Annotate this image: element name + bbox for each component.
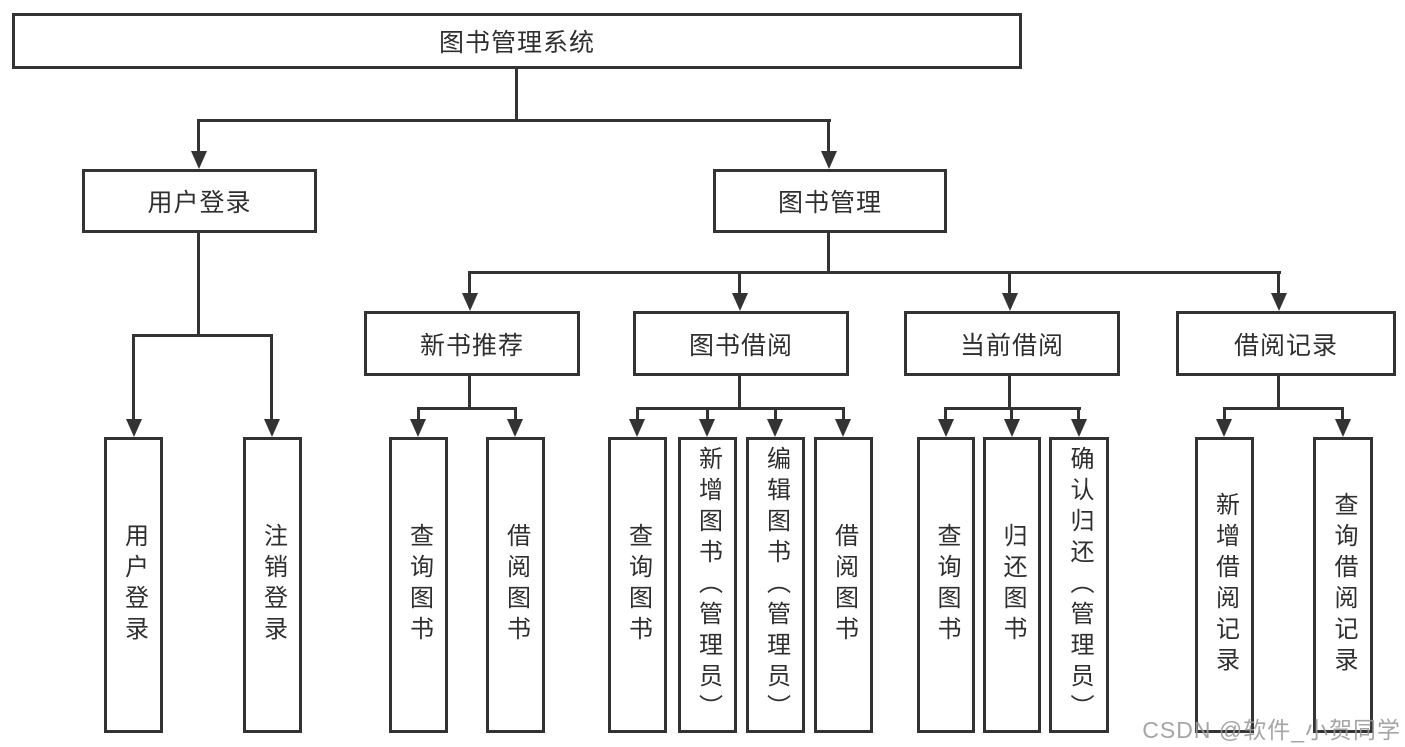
connector-line — [944, 410, 947, 419]
leaf-query-books-current: 查询图书 — [917, 437, 975, 733]
connector-line — [706, 410, 709, 419]
connector-line — [515, 69, 518, 122]
connector-line — [738, 274, 741, 293]
leaf-query-books-recommend: 查询图书 — [389, 437, 448, 733]
leaf-label: 归还图书 — [999, 523, 1026, 647]
leaf-label: 查询图书 — [624, 523, 652, 647]
node-new-book-recommendation: 新书推荐 — [364, 311, 580, 376]
arrow-down-icon — [126, 419, 142, 437]
connector-line — [1223, 407, 1344, 410]
leaf-label: 新增借阅记录 — [1211, 492, 1239, 678]
arrow-down-icon — [821, 151, 837, 169]
leaf-label: 查询图书 — [405, 523, 433, 647]
leaf-user-login: 用户登录 — [104, 437, 163, 733]
leaf-return-books: 归还图书 — [983, 437, 1041, 733]
leaf-label: 注销登录 — [259, 523, 287, 647]
connector-line — [1010, 410, 1013, 419]
arrow-down-icon — [410, 419, 426, 437]
connector-line — [827, 233, 830, 273]
node-label: 借阅记录 — [1233, 331, 1338, 360]
leaf-query-borrow-record: 查询借阅记录 — [1313, 437, 1373, 733]
connector-line — [1277, 274, 1280, 293]
leaf-confirm-return-admin: 确认归还（管理员） — [1049, 437, 1109, 733]
arrow-down-icon — [938, 419, 954, 437]
connector-line — [636, 407, 845, 410]
arrow-down-icon — [767, 419, 783, 437]
leaf-edit-book-admin: 编辑图书（管理员） — [746, 437, 805, 733]
node-borrowing-records: 借阅记录 — [1176, 311, 1396, 376]
leaf-label: 新增图书（管理员） — [694, 445, 722, 725]
leaf-logout: 注销登录 — [243, 437, 302, 733]
node-book-borrowing: 图书借阅 — [633, 311, 849, 376]
leaf-label: 确认归还（管理员） — [1066, 445, 1093, 725]
connector-line — [468, 274, 471, 293]
node-label: 当前借阅 — [959, 331, 1064, 360]
connector-line — [417, 407, 517, 410]
connector-line — [468, 376, 471, 410]
leaf-label: 查询借阅记录 — [1330, 492, 1357, 678]
connector-line — [197, 119, 831, 122]
connector-line — [514, 410, 517, 419]
connector-line — [827, 122, 830, 151]
arrow-down-icon — [732, 293, 748, 311]
leaf-borrow-books-recommend: 借阅图书 — [486, 437, 545, 733]
connector-line — [774, 410, 777, 419]
node-book-management: 图书管理 — [713, 169, 947, 233]
connector-line — [636, 410, 639, 419]
connector-line — [270, 337, 273, 419]
connector-line — [132, 334, 273, 337]
connector-line — [842, 410, 845, 419]
leaf-label: 查询图书 — [933, 523, 960, 647]
leaf-label: 编辑图书（管理员） — [762, 445, 790, 725]
arrow-down-icon — [835, 419, 851, 437]
arrow-down-icon — [1271, 293, 1287, 311]
connector-line — [1341, 410, 1344, 419]
node-user-login: 用户登录 — [82, 169, 317, 233]
node-label: 新书推荐 — [419, 331, 524, 360]
node-current-borrowing: 当前借阅 — [904, 311, 1120, 376]
arrow-down-icon — [699, 419, 715, 437]
arrow-down-icon — [507, 419, 523, 437]
node-label: 图书管理系统 — [438, 29, 595, 57]
leaf-label: 借阅图书 — [502, 523, 530, 647]
leaf-label: 用户登录 — [120, 523, 148, 647]
connector-line — [417, 410, 420, 419]
arrow-down-icon — [1004, 419, 1020, 437]
csdn-watermark: CSDN @软件_小贺同学 — [1142, 717, 1401, 743]
leaf-add-book-admin: 新增图书（管理员） — [678, 437, 737, 733]
connector-line — [1077, 410, 1080, 419]
node-library-management-system: 图书管理系统 — [12, 13, 1022, 69]
connector-line — [1277, 376, 1280, 410]
connector-line — [197, 233, 200, 336]
node-label: 图书管理 — [777, 189, 882, 217]
connector-line — [1008, 376, 1011, 410]
connector-line — [738, 376, 741, 410]
arrow-down-icon — [1002, 293, 1018, 311]
arrow-down-icon — [462, 293, 478, 311]
connector-line — [132, 337, 135, 419]
connector-line — [197, 122, 200, 151]
arrow-down-icon — [1335, 419, 1351, 437]
arrow-down-icon — [629, 419, 645, 437]
leaf-add-borrow-record: 新增借阅记录 — [1195, 437, 1254, 733]
arrow-down-icon — [191, 151, 207, 169]
connector-line — [1008, 274, 1011, 293]
connector-line — [1223, 410, 1226, 419]
node-label: 图书借阅 — [688, 331, 793, 360]
arrow-down-icon — [1216, 419, 1232, 437]
connector-line — [468, 271, 1281, 274]
leaf-borrow-books: 借阅图书 — [814, 437, 873, 733]
node-label: 用户登录 — [147, 189, 252, 217]
arrow-down-icon — [264, 419, 280, 437]
arrow-down-icon — [1071, 419, 1087, 437]
leaf-query-books-borrowing: 查询图书 — [608, 437, 667, 733]
connector-line — [944, 407, 1081, 410]
leaf-label: 借阅图书 — [830, 523, 858, 647]
